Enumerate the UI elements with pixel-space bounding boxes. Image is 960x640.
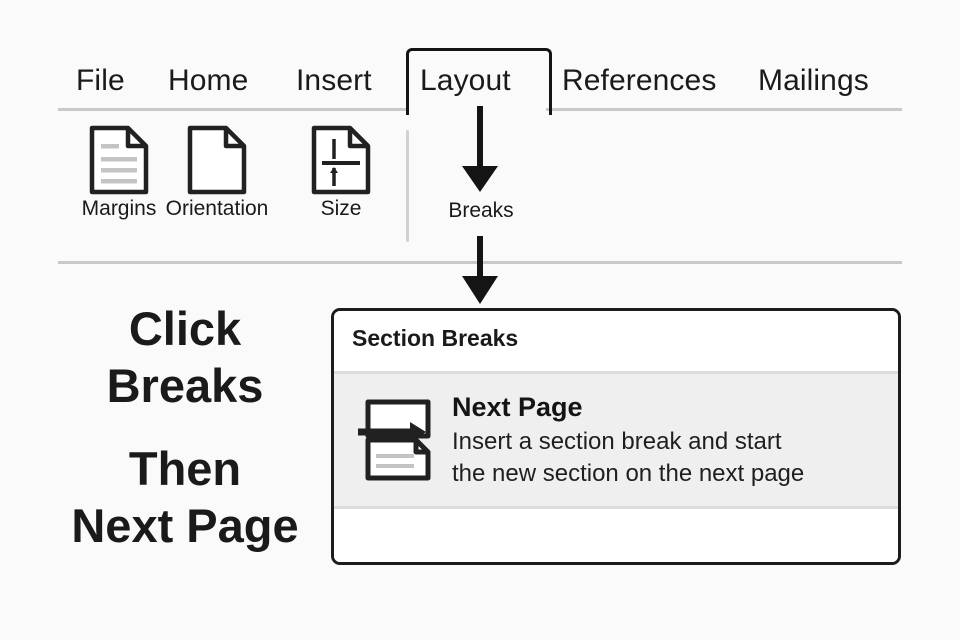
dropdown-item-next-page[interactable]: Next Page Insert a section break and sta… [334, 374, 898, 509]
dropdown-section-header-label: Section Breaks [352, 325, 519, 351]
dropdown-item-description-line-1: Insert a section break and start [452, 428, 782, 455]
ribbon-button-size-label: Size [320, 197, 362, 220]
dropdown-item-description-line-2: the new section on the next page [452, 460, 805, 487]
tab-file[interactable]: File [76, 64, 125, 97]
instruction-line-2: Breaks [106, 359, 264, 412]
instruction-spacer [40, 414, 330, 440]
instruction-text-block: Click Breaks Then Next Page [40, 300, 330, 554]
arrow-breaks-to-dropdown [462, 236, 498, 304]
ribbon-command-area: Margins Orientation [58, 118, 902, 258]
tab-underline-left [58, 108, 406, 111]
instruction-line-4: Next Page [71, 499, 299, 552]
ribbon-button-orientation-label: Orientation [165, 197, 269, 220]
arrow-layout-to-breaks [462, 106, 498, 192]
page-lines-icon [60, 124, 178, 196]
ribbon-button-margins-label: Margins [81, 197, 157, 220]
page-measure-icon [282, 124, 400, 196]
ribbon-button-margins[interactable]: Margins [60, 124, 178, 222]
dropdown-item-title: Next Page [452, 392, 583, 422]
dropdown-item-text: Next Page Insert a section break and sta… [446, 390, 886, 490]
ribbon-button-size[interactable]: Size [282, 124, 400, 222]
ribbon-group-separator [406, 130, 409, 242]
ribbon-button-breaks-label: Breaks [448, 199, 514, 222]
tab-underline-right [546, 108, 902, 111]
ribbon-tab-bar: File Home Insert Layout References Maili… [58, 58, 902, 110]
tab-home[interactable]: Home [168, 64, 249, 97]
active-tab-highlight-box [406, 48, 552, 115]
tab-layout[interactable]: Layout [420, 64, 511, 97]
ribbon-button-breaks[interactable]: Breaks [422, 198, 540, 224]
breaks-dropdown-panel: Section Breaks Next Page [331, 308, 901, 565]
dropdown-section-header: Section Breaks [334, 311, 898, 374]
instruction-line-1: Click [128, 302, 242, 355]
tab-mailings[interactable]: Mailings [758, 64, 869, 97]
instruction-line-3: Then [128, 442, 242, 495]
ribbon-button-orientation[interactable]: Orientation [158, 124, 276, 222]
dropdown-empty-footer [334, 509, 898, 562]
tab-references[interactable]: References [562, 64, 717, 97]
tab-insert[interactable]: Insert [296, 64, 372, 97]
next-page-break-icon [350, 390, 446, 484]
page-blank-icon [158, 124, 276, 196]
